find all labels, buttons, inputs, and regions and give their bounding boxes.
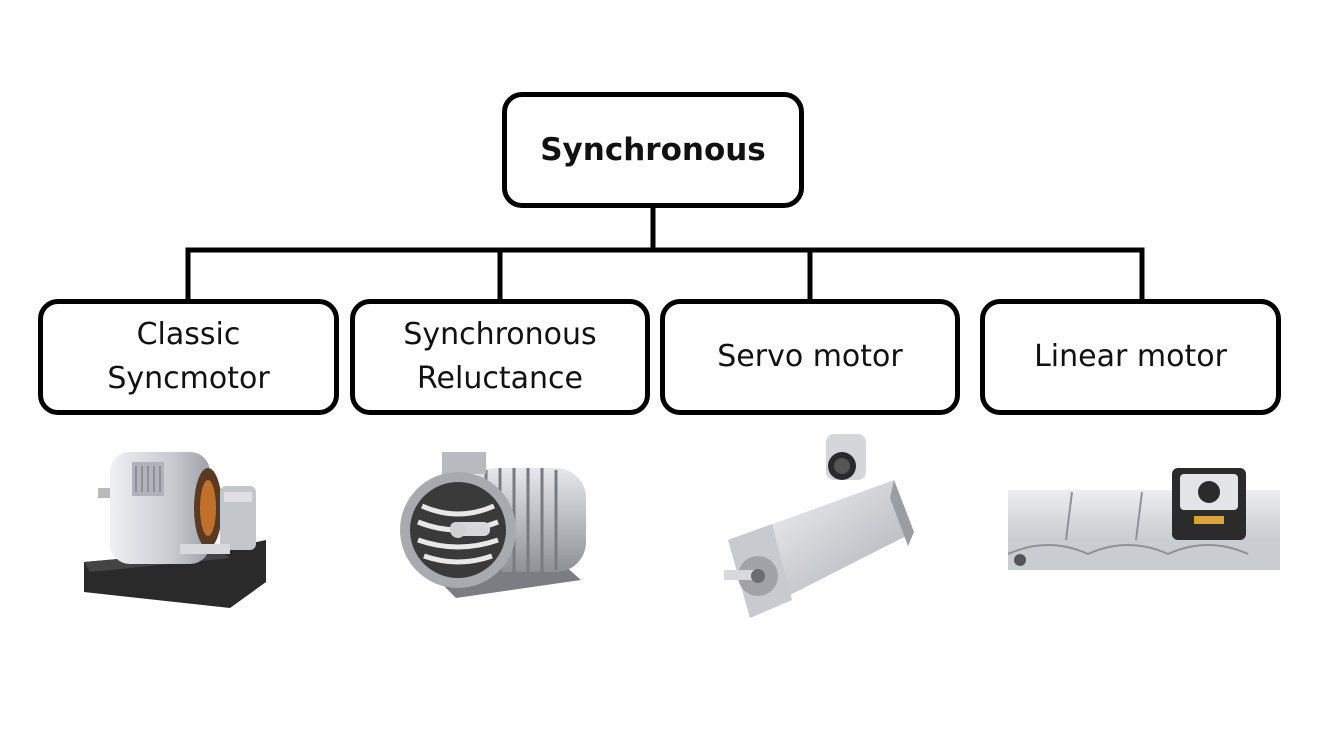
classic-syncmotor-image [84,452,266,608]
node-classic-syncmotor: Classic Syncmotor [38,299,339,415]
linear-motor-image [1008,468,1280,570]
node-label-line1: Synchronous [403,317,597,352]
node-label: Linear motor [1034,339,1227,374]
servo-motor-image [724,434,914,618]
node-synchronous-reluctance: Synchronous Reluctance [350,299,650,415]
root-node: Synchronous [502,92,804,208]
node-label: Servo motor [717,339,903,374]
node-label-line2: Reluctance [417,361,583,396]
node-label-line2: Syncmotor [107,361,270,396]
root-label: Synchronous [540,132,766,168]
node-label-line1: Classic [136,317,241,352]
synchronous-reluctance-image [400,452,586,598]
node-servo-motor: Servo motor [660,299,960,415]
node-linear-motor: Linear motor [980,299,1281,415]
